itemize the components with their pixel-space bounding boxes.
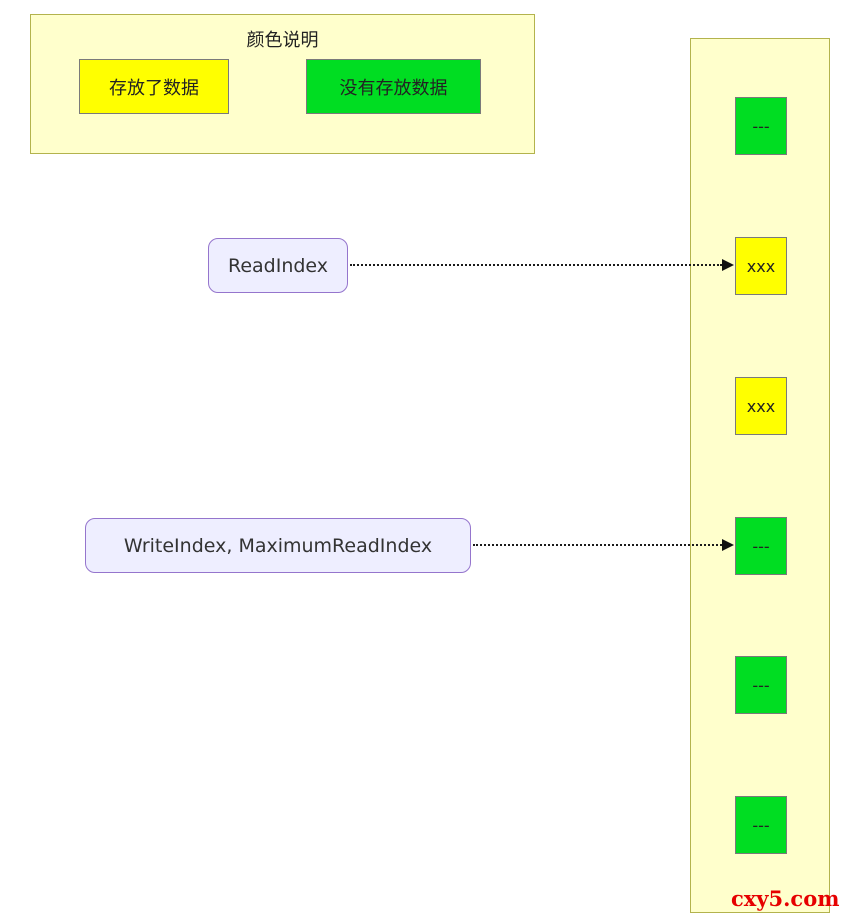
buffer-panel: --- xxx xxx --- --- --- bbox=[690, 38, 830, 913]
legend-item-empty: 没有存放数据 bbox=[306, 59, 481, 114]
buffer-cell-4: --- bbox=[735, 656, 787, 714]
writeindex-arrow bbox=[473, 539, 734, 551]
legend-item-filled-label: 存放了数据 bbox=[109, 77, 199, 99]
writeindex-label-text: WriteIndex, MaximumReadIndex bbox=[123, 534, 433, 557]
legend-panel: 颜色说明 存放了数据 没有存放数据 bbox=[30, 14, 535, 154]
readindex-label: ReadIndex bbox=[208, 238, 348, 293]
legend-item-empty-label: 没有存放数据 bbox=[339, 77, 448, 99]
buffer-cell-3: --- bbox=[735, 517, 787, 575]
writeindex-label: WriteIndex, MaximumReadIndex bbox=[85, 518, 471, 573]
buffer-cell-5: --- bbox=[735, 796, 787, 854]
buffer-cell-2: xxx bbox=[735, 377, 787, 435]
readindex-label-text: ReadIndex bbox=[227, 254, 329, 277]
buffer-cell-1: xxx bbox=[735, 237, 787, 295]
watermark: cxy5.com bbox=[731, 886, 840, 911]
legend-item-filled: 存放了数据 bbox=[79, 59, 229, 114]
legend-title: 颜色说明 bbox=[246, 30, 319, 51]
buffer-cell-0: --- bbox=[735, 97, 787, 155]
readindex-arrow bbox=[350, 259, 734, 271]
